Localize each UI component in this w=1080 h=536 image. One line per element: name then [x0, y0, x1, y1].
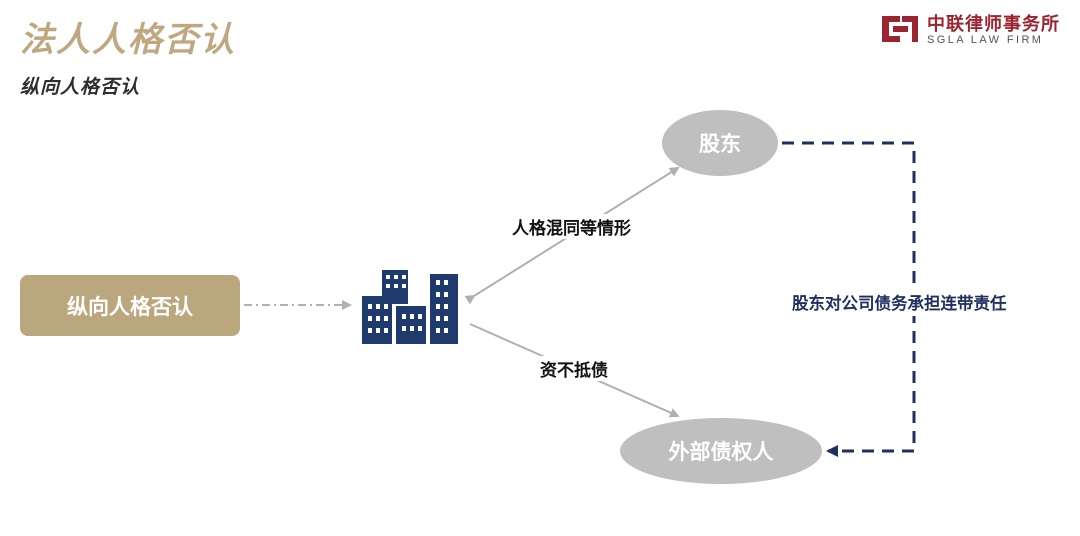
edge-label-personality-confusion: 人格混同等情形 [512, 214, 631, 239]
external-creditor-node: 外部债权人 [620, 418, 822, 484]
office-building-icon [362, 270, 458, 344]
firm-logo-mark-icon [882, 16, 918, 42]
vertical-piercing-node: 纵向人格否认 [20, 275, 240, 336]
edge-label-joint-liability: 股东对公司债务承担连带责任 [790, 288, 1009, 316]
shareholder-node: 股东 [662, 110, 778, 176]
page-title: 法人人格否认 [20, 20, 236, 60]
page-subtitle: 纵向人格否认 [20, 76, 141, 98]
firm-name-en: SGLA LAW FIRM [927, 34, 1044, 46]
edge-label-insolvency: 资不抵债 [540, 356, 608, 381]
firm-logo: 中联律师事务所 SGLA LAW FIRM [880, 10, 1070, 50]
firm-name-cn: 中联律师事务所 [927, 14, 1060, 35]
